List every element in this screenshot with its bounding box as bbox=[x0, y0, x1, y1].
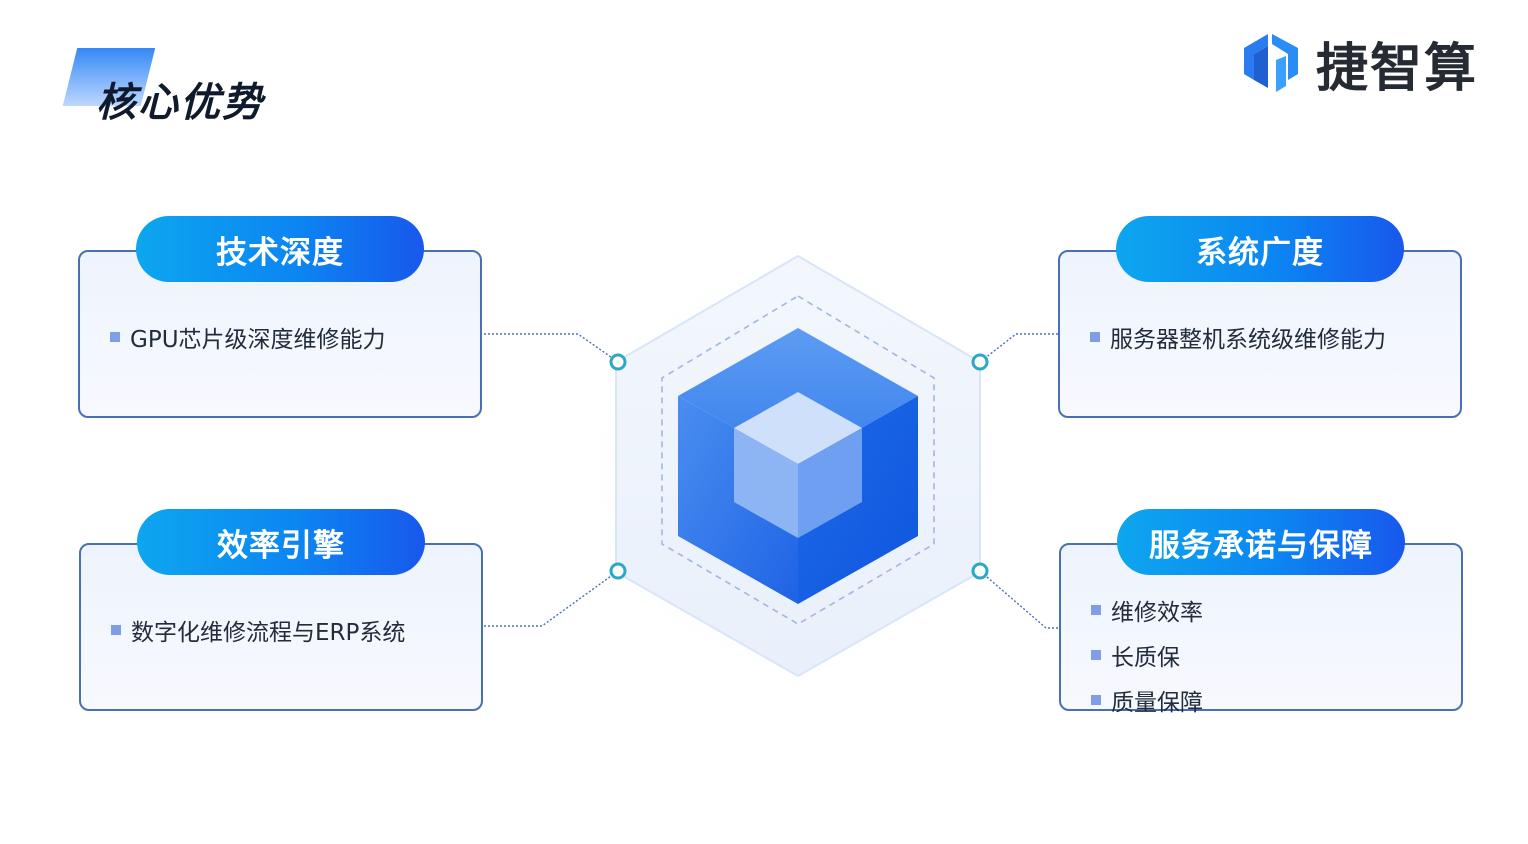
list-item: 服务器整机系统级维修能力 bbox=[1090, 314, 1450, 359]
card-title: 服务承诺与保障 bbox=[1117, 509, 1405, 575]
bullet-icon bbox=[111, 624, 121, 635]
bullet-icon bbox=[1090, 331, 1100, 342]
list-item: 数字化维修流程与ERP系统 bbox=[111, 607, 471, 652]
bullet-icon bbox=[1091, 649, 1101, 660]
card-tech-depth: 技术深度 GPU芯片级深度维修能力 bbox=[78, 216, 482, 418]
list-item: GPU芯片级深度维修能力 bbox=[110, 314, 470, 359]
connector-lines bbox=[484, 333, 1058, 629]
bullet-icon bbox=[1091, 694, 1101, 705]
page-title-block: 核心优势 bbox=[62, 46, 310, 126]
inner-dashed-hexagon bbox=[661, 295, 935, 625]
connector-nodes bbox=[609, 353, 989, 580]
bullet-icon bbox=[1091, 604, 1101, 615]
page-title: 核心优势 bbox=[96, 80, 264, 126]
bullet-icon bbox=[110, 331, 120, 342]
card-service-guarantee: 服务承诺与保障 维修效率 长质保 质量保障 bbox=[1059, 509, 1463, 716]
node-bottom-left bbox=[609, 562, 627, 580]
brand-name: 捷智算 bbox=[1316, 38, 1479, 99]
card-title: 系统广度 bbox=[1116, 216, 1404, 282]
card-title: 效率引擎 bbox=[137, 509, 425, 575]
node-top-right bbox=[971, 353, 989, 371]
inner-cube bbox=[734, 392, 862, 538]
list-item: 质量保障 bbox=[1091, 677, 1451, 722]
node-top-left bbox=[609, 353, 627, 371]
list-item: 长质保 bbox=[1091, 632, 1451, 677]
card-system-breadth: 系统广度 服务器整机系统级维修能力 bbox=[1058, 216, 1462, 418]
card-title: 技术深度 bbox=[136, 216, 424, 282]
brand-logo-icon bbox=[1244, 34, 1298, 92]
brand-logo: 捷智算 bbox=[1240, 30, 1478, 99]
list-item: 维修效率 bbox=[1091, 587, 1451, 632]
card-efficiency-engine: 效率引擎 数字化维修流程与ERP系统 bbox=[79, 509, 483, 711]
node-bottom-right bbox=[971, 562, 989, 580]
